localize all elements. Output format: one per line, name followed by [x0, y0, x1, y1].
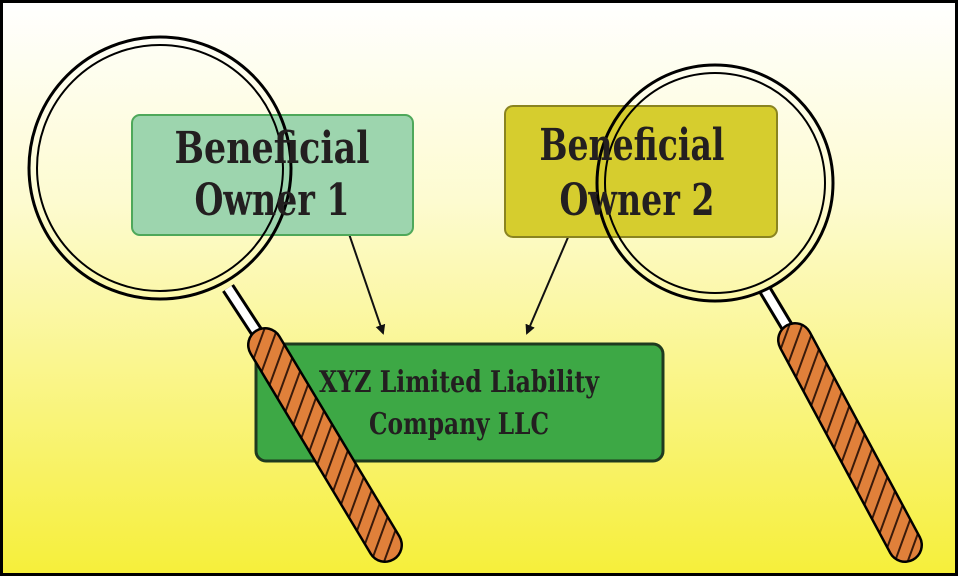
arrow-owner2-to-company: [525, 227, 573, 335]
owner1-line1: Beneficial: [175, 123, 370, 174]
labels: XYZ Limited Liability Company LLC Benefi…: [175, 120, 725, 442]
beneficial-owner-2-box: [504, 105, 778, 238]
owner2-line1: Beneficial: [540, 120, 725, 171]
owner1-line2: Owner 1: [195, 175, 350, 226]
company-box: [254, 342, 665, 463]
magnifying-glass-icon-left: [27, 35, 403, 563]
owner2-line2: Owner 2: [560, 175, 715, 226]
magnifying-glass-icon-right: [595, 63, 923, 563]
company-name-line1: XYZ Limited Liability: [319, 365, 600, 400]
company-name-line2: Company LLC: [369, 407, 549, 442]
arrow-owner1-to-company: [346, 227, 386, 335]
